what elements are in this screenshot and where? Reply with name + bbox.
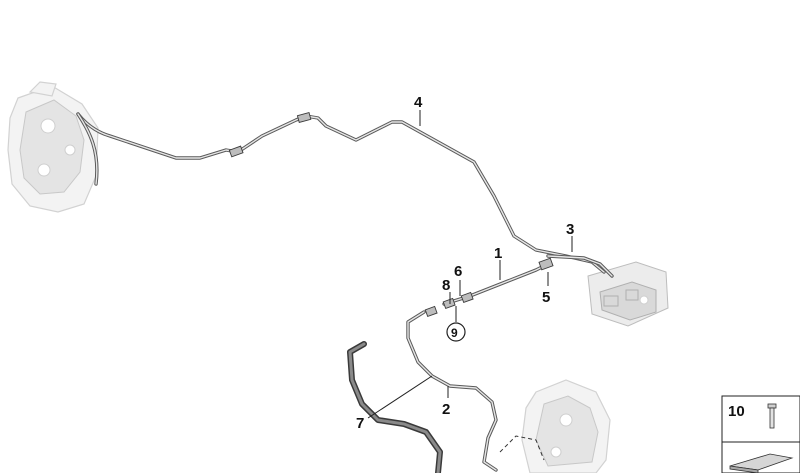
callout-8: 8 [442,277,450,294]
left-brake-caliper [7,81,99,213]
right-brake-caliper [521,379,611,473]
brake-pipe-3 [546,254,614,278]
callout-7: 7 [356,415,364,432]
abs-hydraulic-unit [587,261,669,327]
callout-labels: 4 1 3 5 6 8 9 2 7 [356,94,574,432]
bracket-icon [729,453,794,473]
part-10-box: 10 [721,395,800,473]
callout-9-circle [446,322,466,342]
rivet-icon [767,403,777,429]
part-10-label: 10 [728,403,745,420]
callout-6: 6 [454,263,462,280]
callout-5: 5 [542,289,550,306]
brake-pipe-1 [424,257,554,318]
callout-9: 9 [451,326,458,340]
brake-pipe-2 [406,310,498,472]
callout-2: 2 [442,401,450,418]
callout-4: 4 [414,94,423,111]
brake-hose-7 [347,341,443,473]
callout-3: 3 [566,221,574,238]
leader-lines [367,110,573,419]
callout-1: 1 [494,245,502,262]
brake-pipe-4 [76,111,606,274]
